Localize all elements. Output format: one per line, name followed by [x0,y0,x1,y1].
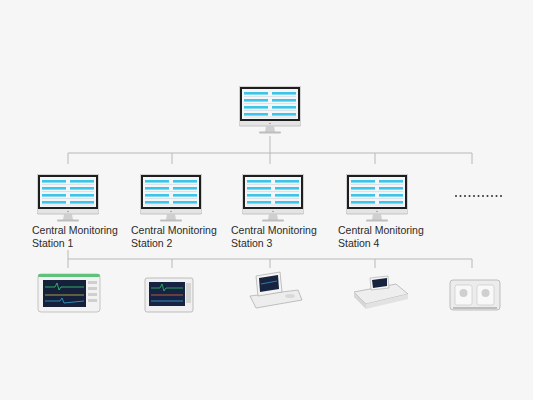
monitoring-station: Central Monitoring Station 3 [231,172,331,249]
monitoring-station: Central Monitoring Station 2 [131,172,229,249]
station-label: Central Monitoring Station 2 [131,224,229,249]
station-label: Central Monitoring Station 3 [231,224,331,249]
station-label: Central Monitoring Station 4 [338,224,438,249]
monitoring-station: Central Monitoring Station 1 [32,172,130,249]
monitoring-station: Central Monitoring Station 4 [338,172,438,249]
station-label: Central Monitoring Station 1 [32,224,130,249]
